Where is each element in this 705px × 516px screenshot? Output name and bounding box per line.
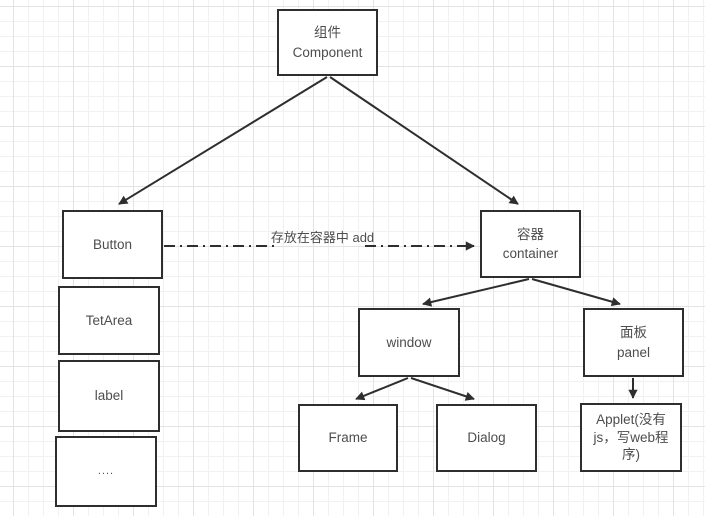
node-dialog-label: Dialog — [467, 430, 506, 446]
edge-window-frame — [355, 377, 409, 401]
node-dots-label: .... — [97, 464, 115, 477]
edge-container-window — [422, 278, 530, 307]
node-button-label: Button — [92, 236, 133, 252]
node-container: 容器 container — [480, 210, 581, 278]
node-panel-label-en: panel — [616, 344, 651, 360]
node-panel: 面板 panel — [583, 308, 684, 377]
node-frame-label: Frame — [328, 430, 368, 446]
node-label-label: label — [94, 388, 124, 404]
node-component: 组件 Component — [277, 9, 378, 76]
node-tetarea: TetArea — [58, 286, 160, 355]
node-component-label-en: Component — [292, 44, 363, 60]
edge-component-button — [118, 76, 328, 205]
node-applet-label: Applet(没有js，写web程序) — [593, 412, 669, 463]
node-panel-label-cn: 面板 — [620, 325, 647, 341]
node-dots: .... — [55, 436, 157, 507]
edge-window-dialog — [410, 377, 475, 401]
edge-component-container — [329, 76, 519, 205]
node-label: label — [58, 360, 160, 432]
node-window-label: window — [386, 334, 432, 350]
node-applet: Applet(没有js，写web程序) — [580, 403, 682, 472]
node-tetarea-label: TetArea — [85, 312, 133, 328]
node-dialog: Dialog — [436, 404, 537, 472]
node-frame: Frame — [298, 404, 398, 472]
node-window: window — [358, 308, 460, 377]
node-container-label-en: container — [502, 246, 559, 261]
node-container-label-cn: 容器 — [517, 226, 544, 242]
node-button: Button — [62, 210, 163, 279]
edge-container-panel — [531, 278, 621, 307]
node-component-label-cn: 组件 — [314, 25, 341, 41]
